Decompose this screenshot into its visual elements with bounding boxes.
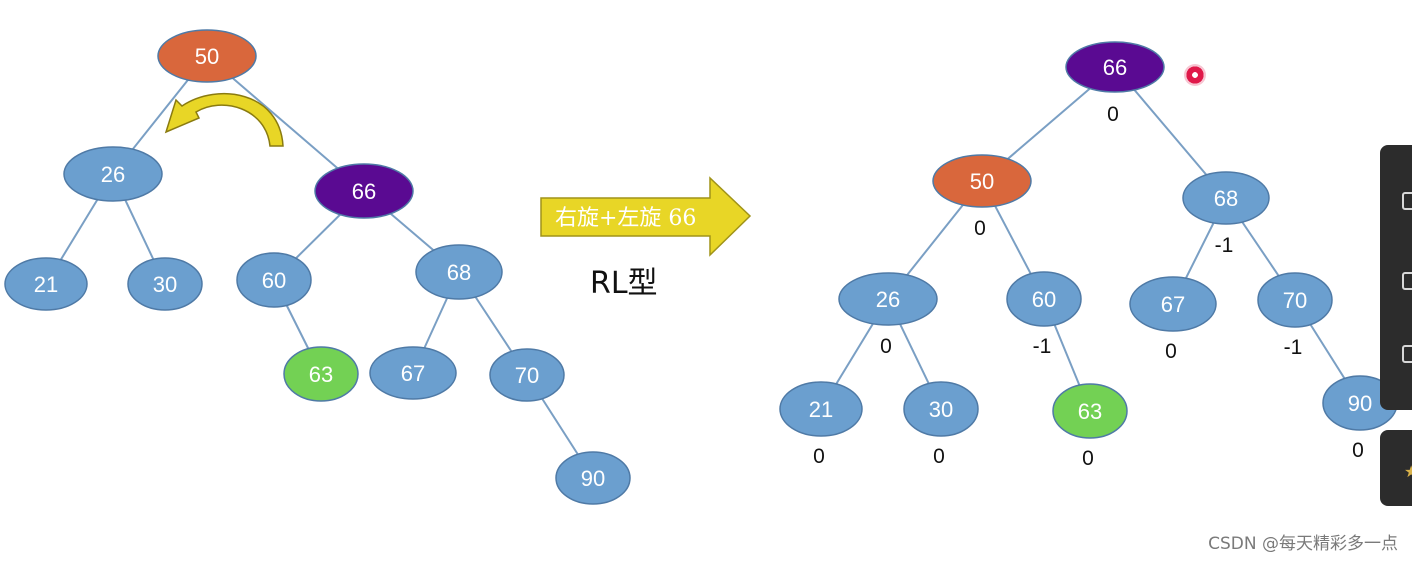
after-node-60: 60: [1006, 271, 1082, 327]
before-node-68: 68: [415, 244, 503, 300]
node-ellipse: [1129, 276, 1217, 332]
before-node-21: 21: [4, 257, 88, 311]
node-label: 50: [195, 44, 219, 69]
node-ellipse: [157, 29, 257, 83]
node-label: 26: [876, 287, 900, 312]
before-node-26: 26: [63, 146, 163, 202]
node-ellipse: [314, 163, 414, 219]
node-label: 66: [1103, 55, 1127, 80]
node-ellipse: [555, 451, 631, 505]
node-label: 67: [401, 361, 425, 386]
node-ellipse: [127, 257, 203, 311]
node-ellipse: [369, 346, 457, 400]
balance-factor-70: -1: [1284, 336, 1303, 359]
node-ellipse: [1006, 271, 1082, 327]
after-node-63: 63: [1052, 383, 1128, 439]
node-ellipse: [932, 154, 1032, 208]
node-label: 63: [1078, 399, 1102, 424]
side-toolbar-secondary[interactable]: [1380, 430, 1412, 506]
node-label: 30: [153, 272, 177, 297]
balance-factor-60: -1: [1033, 335, 1052, 358]
node-label: 90: [1348, 391, 1372, 416]
watermark: CSDN @每天精彩多一点: [1208, 534, 1398, 554]
node-label: 68: [1214, 186, 1238, 211]
balance-factor-67: 0: [1165, 340, 1177, 363]
node-label: 26: [101, 162, 125, 187]
before-node-60: 60: [236, 252, 312, 308]
after-node-66: 66: [1065, 41, 1165, 93]
node-label: 30: [929, 397, 953, 422]
after-node-68: 68: [1182, 171, 1270, 225]
before-node-63: 63: [283, 346, 359, 402]
node-label: 70: [515, 363, 539, 388]
after-node-50: 50: [932, 154, 1032, 208]
node-ellipse: [236, 252, 312, 308]
node-ellipse: [1052, 383, 1128, 439]
side-toolbar[interactable]: [1380, 145, 1412, 410]
node-ellipse: [838, 272, 938, 326]
before-node-30: 30: [127, 257, 203, 311]
arrow-label: 右旋+左旋 66: [555, 206, 696, 231]
before-node-67: 67: [369, 346, 457, 400]
after-node-26: 26: [838, 272, 938, 326]
node-label: 66: [352, 179, 376, 204]
after-node-21: 21: [779, 381, 863, 437]
node-ellipse: [283, 346, 359, 402]
after-node-67: 67: [1129, 276, 1217, 332]
toolbar-icon-3[interactable]: [1402, 345, 1412, 363]
star-icon[interactable]: ★: [1404, 464, 1412, 481]
balance-factor-21: 0: [813, 445, 825, 468]
balance-factor-50: 0: [974, 217, 986, 240]
node-label: 21: [34, 272, 58, 297]
node-label: 63: [309, 362, 333, 387]
node-ellipse: [1182, 171, 1270, 225]
balance-factor-30: 0: [933, 445, 945, 468]
right-arrow-icon: 右旋+左旋 66: [540, 176, 752, 257]
node-ellipse: [4, 257, 88, 311]
node-ellipse: [903, 381, 979, 437]
node-label: 70: [1283, 288, 1307, 313]
after-node-30: 30: [903, 381, 979, 437]
curved-rotate-left-arrow-icon: [164, 93, 284, 147]
node-label: 60: [262, 268, 286, 293]
balance-factor-26: 0: [880, 335, 892, 358]
balance-factor-68: -1: [1215, 234, 1234, 257]
node-label: 68: [447, 260, 471, 285]
rotation-type-label: RL型: [590, 266, 658, 301]
node-ellipse: [1065, 41, 1165, 93]
node-label: 21: [809, 397, 833, 422]
toolbar-icon-2[interactable]: [1402, 272, 1412, 290]
balance-factor-layer: 0 0 -1 0 -1 0 -1 0 0 0 0: [813, 103, 1364, 470]
balance-factor-90: 0: [1352, 439, 1364, 462]
balance-factor-66: 0: [1107, 103, 1119, 126]
node-ellipse: [63, 146, 163, 202]
after-node-70: 70: [1257, 272, 1333, 328]
nodes-layer: 50 26 66 21 30 60 68 63 67 70 90 66 50 68 26 60 67 70 21 30…: [4, 29, 1398, 505]
node-label: 90: [581, 466, 605, 491]
before-node-66: 66: [314, 163, 414, 219]
node-ellipse: [415, 244, 503, 300]
before-node-50: 50: [157, 29, 257, 83]
before-node-70: 70: [489, 348, 565, 402]
before-node-90: 90: [555, 451, 631, 505]
toolbar-icon-1[interactable]: [1402, 192, 1412, 210]
node-ellipse: [1257, 272, 1333, 328]
after-node-90: 90: [1322, 375, 1398, 431]
pointer-dot-icon: [1184, 64, 1206, 86]
node-label: 67: [1161, 292, 1185, 317]
node-ellipse: [779, 381, 863, 437]
node-label: 60: [1032, 287, 1056, 312]
node-ellipse: [489, 348, 565, 402]
balance-factor-63: 0: [1082, 447, 1094, 470]
node-label: 50: [970, 169, 994, 194]
